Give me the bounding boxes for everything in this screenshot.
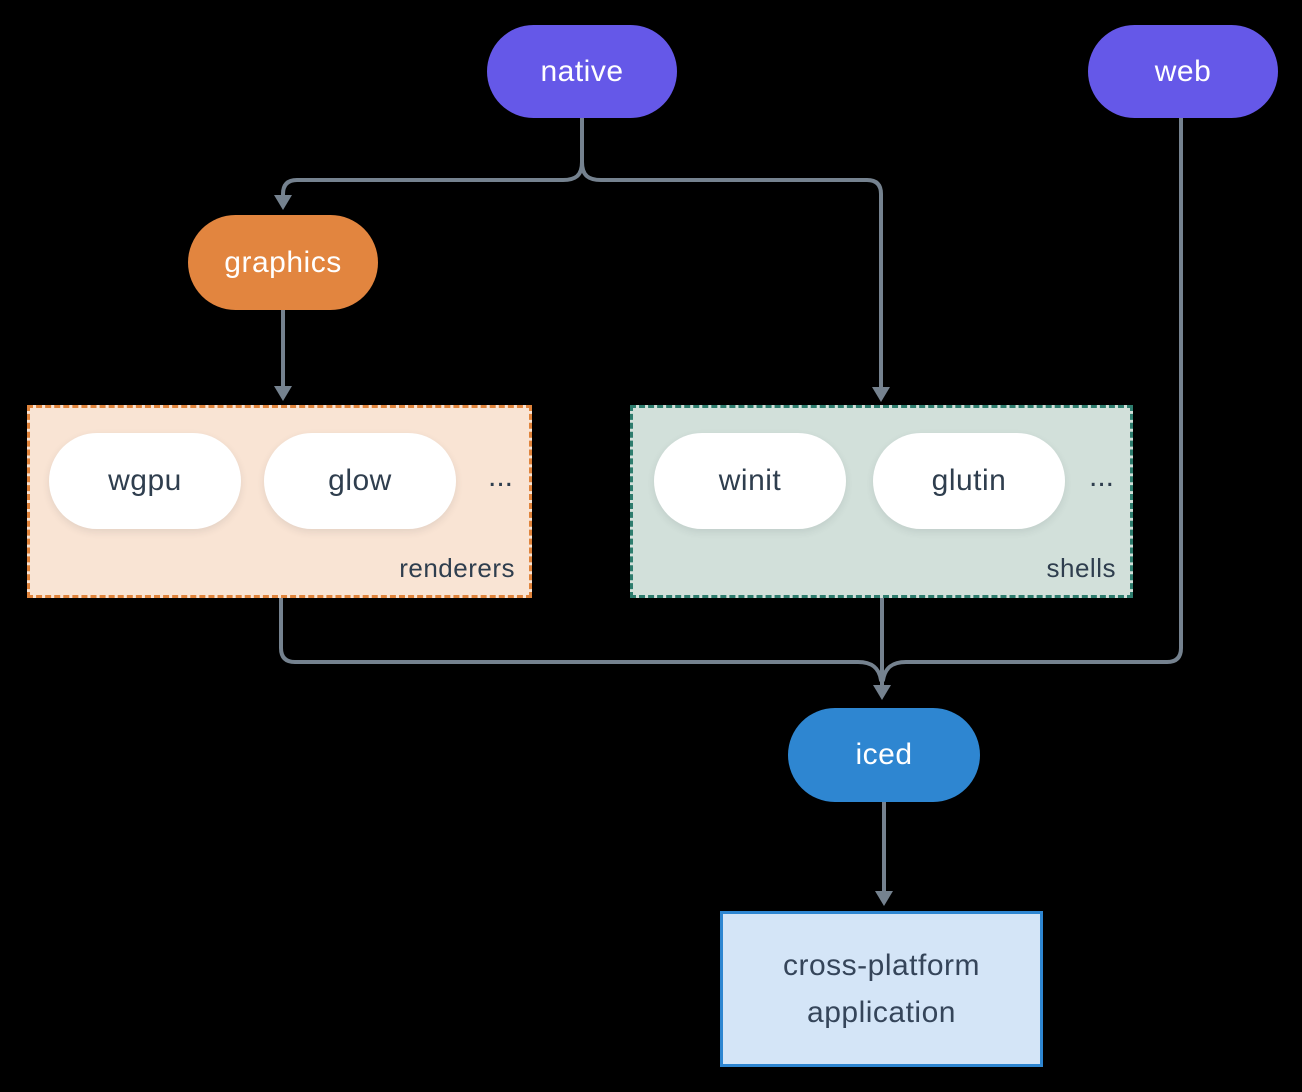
- edge-renderers-to-iced: [279, 596, 883, 682]
- node-native[interactable]: native: [487, 25, 677, 118]
- group-shells: winit glutin ... shells: [630, 405, 1133, 598]
- node-graphics[interactable]: graphics: [188, 215, 378, 310]
- edge-shells-to-iced: [873, 596, 891, 700]
- shells-group-label: shells: [1046, 553, 1116, 583]
- node-wgpu[interactable]: wgpu: [49, 433, 241, 529]
- edge-web-to-iced: [881, 116, 1183, 682]
- node-winit[interactable]: winit: [654, 433, 846, 529]
- node-glow[interactable]: glow: [264, 433, 456, 529]
- node-glutin[interactable]: glutin: [873, 433, 1065, 529]
- renderers-group-label: renderers: [399, 553, 515, 583]
- edge-graphics-to-renderers: [274, 308, 292, 401]
- group-renderers: wgpu glow ... renderers: [27, 405, 532, 598]
- renderers-ellipsis: ...: [487, 460, 513, 493]
- node-winit-label: winit: [718, 464, 782, 497]
- node-graphics-label: graphics: [224, 245, 342, 279]
- node-web[interactable]: web: [1088, 25, 1278, 118]
- node-web-label: web: [1154, 54, 1212, 88]
- node-iced[interactable]: iced: [788, 708, 980, 802]
- node-wgpu-label: wgpu: [108, 464, 182, 497]
- app-box-line2: application: [807, 996, 956, 1029]
- edge-native-to-shells: [580, 160, 890, 402]
- edge-iced-to-application: [875, 800, 893, 906]
- edge-native-to-graphics: [274, 116, 584, 210]
- node-iced-label: iced: [855, 738, 913, 771]
- node-cross-platform-application[interactable]: cross-platform application: [720, 911, 1043, 1067]
- app-box-line1: cross-platform: [782, 949, 981, 982]
- node-glow-label: glow: [328, 464, 392, 497]
- node-glutin-label: glutin: [931, 464, 1007, 497]
- node-native-label: native: [540, 54, 624, 88]
- shells-ellipsis: ...: [1088, 460, 1114, 493]
